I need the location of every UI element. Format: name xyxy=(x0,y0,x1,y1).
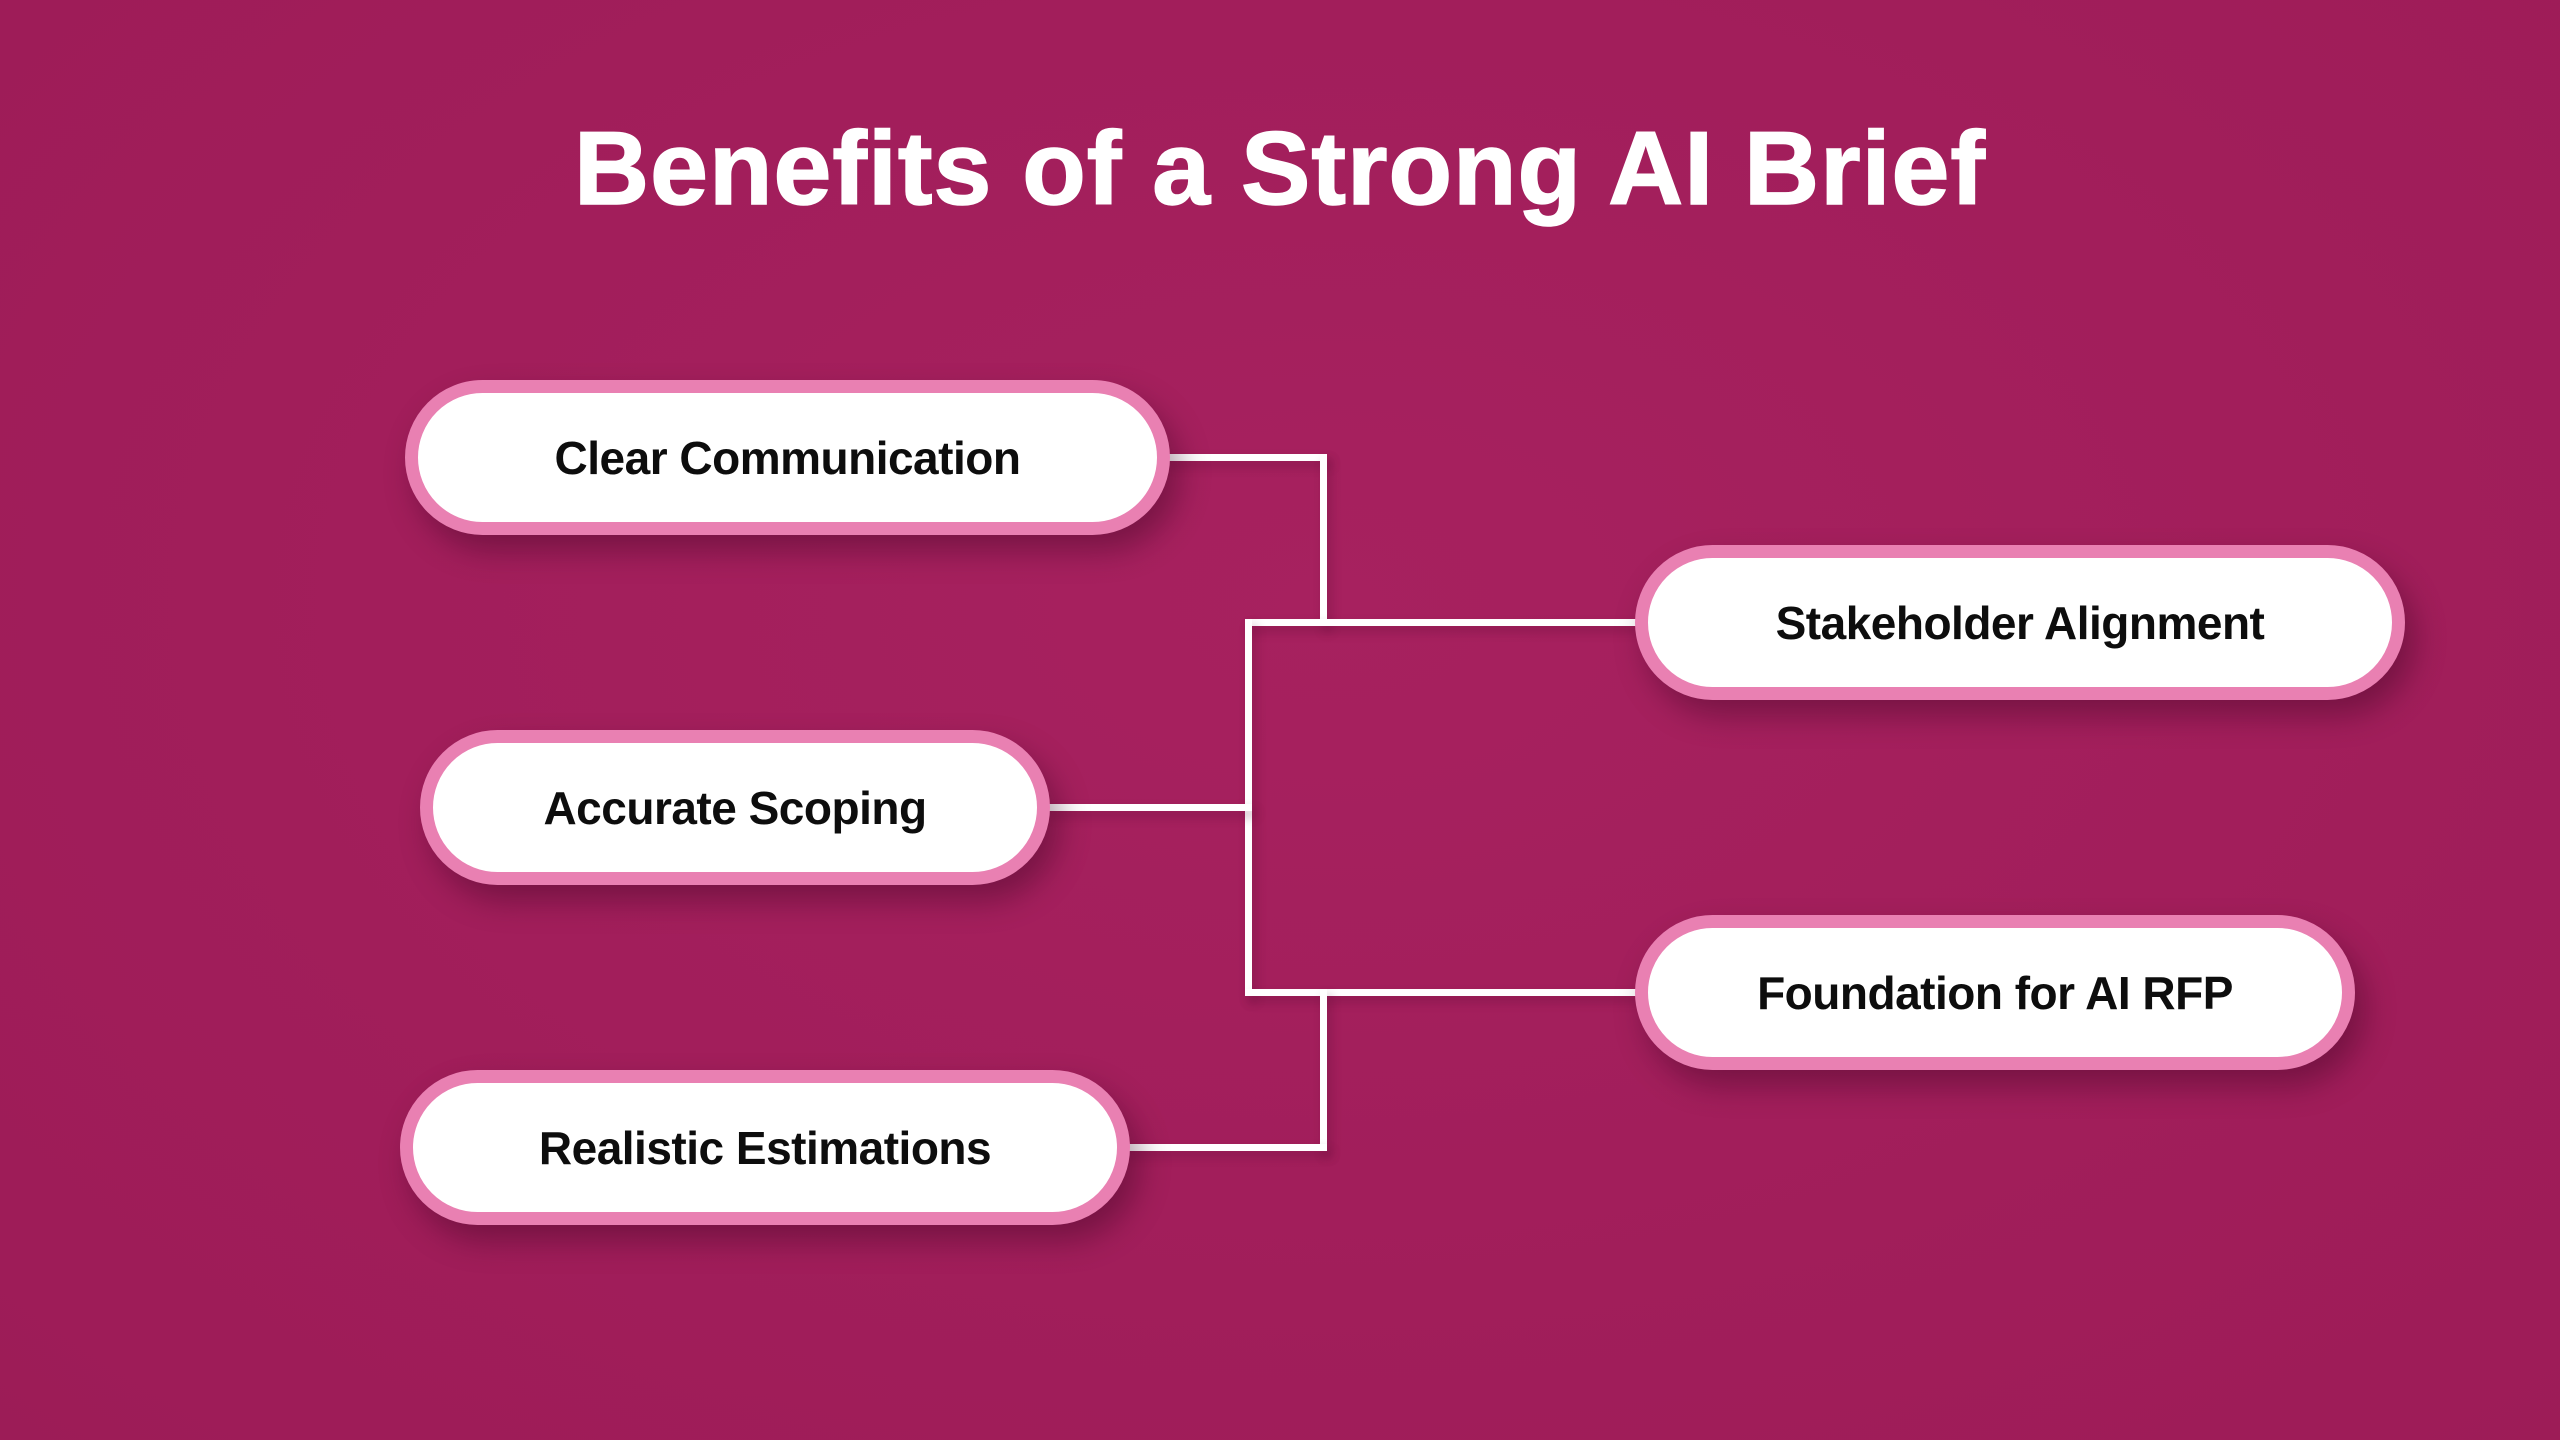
node-accurate-scoping-label: Accurate Scoping xyxy=(543,781,927,834)
node-clear-communication-label: Clear Communication xyxy=(554,431,1021,484)
page-title: Benefits of a Strong AI Brief xyxy=(573,110,1986,228)
connector-clear-communication-horizontal xyxy=(1163,454,1327,461)
connector-realistic-horizontal xyxy=(1122,1144,1327,1151)
node-stakeholder-alignment-label: Stakeholder Alignment xyxy=(1775,596,2265,649)
connector-stakeholder-horizontal xyxy=(1245,619,1645,626)
node-stakeholder-alignment: Stakeholder Alignment xyxy=(1635,545,2405,700)
connector-foundation-horizontal xyxy=(1245,989,1645,996)
node-foundation-for-ai-rfp: Foundation for AI RFP xyxy=(1635,915,2355,1070)
connector-bottom-vertical xyxy=(1320,989,1327,1151)
node-realistic-estimations: Realistic Estimations xyxy=(400,1070,1130,1225)
node-realistic-estimations-label: Realistic Estimations xyxy=(538,1121,992,1174)
connector-top-vertical xyxy=(1320,454,1327,626)
connector-accurate-scoping-horizontal xyxy=(1044,804,1252,811)
node-foundation-for-ai-rfp-label: Foundation for AI RFP xyxy=(1757,966,2233,1019)
node-accurate-scoping: Accurate Scoping xyxy=(420,730,1050,885)
node-clear-communication: Clear Communication xyxy=(405,380,1170,535)
